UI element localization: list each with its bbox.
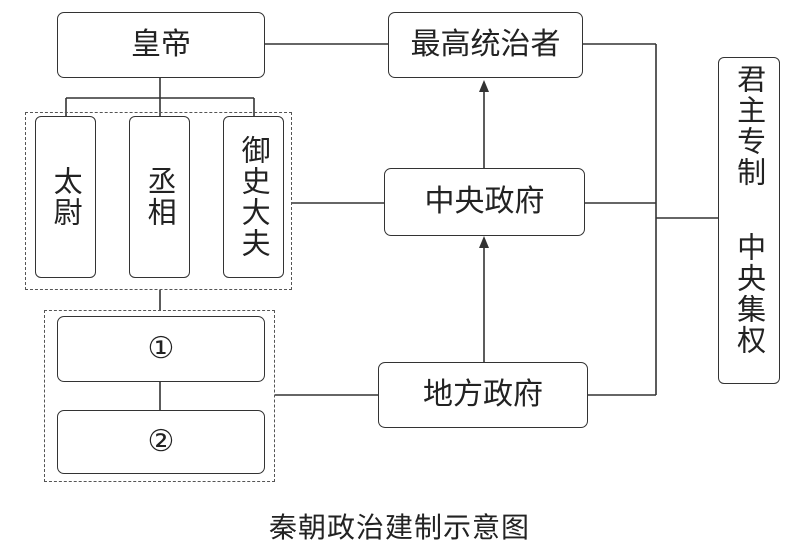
local-government-label: 地方政府 — [423, 377, 543, 412]
yushi-dafu-label: 御史大夫 — [237, 135, 272, 259]
central-officials-group — [25, 112, 292, 290]
emperor-label: 皇帝 — [131, 27, 191, 62]
chengxiang-box: 丞相 — [129, 116, 190, 278]
taiwei-label: 太尉 — [49, 166, 84, 228]
supreme-ruler-label: 最高统治者 — [410, 27, 561, 62]
yushi-dafu-box: 御史大夫 — [223, 116, 284, 278]
local-officials-group — [44, 310, 275, 482]
emperor-box: 皇帝 — [57, 12, 265, 78]
centralization-label: 中央集权 — [732, 232, 767, 356]
central-government-box: 中央政府 — [384, 168, 585, 236]
local-2-label: ② — [147, 424, 175, 459]
local-1-label: ① — [147, 331, 175, 366]
arrowhead-central — [479, 236, 489, 248]
local-government-box: 地方政府 — [378, 362, 588, 428]
centralization-wrap: 中央集权 — [718, 232, 780, 356]
local-2-box: ② — [57, 410, 265, 474]
system-label-box: 君主专制 — [718, 57, 780, 384]
local-1-box: ① — [57, 316, 265, 382]
central-government-label: 中央政府 — [424, 184, 545, 219]
diagram-caption: 秦朝政治建制示意图 — [268, 511, 530, 544]
arrowhead-supreme — [479, 80, 489, 92]
autocracy-label: 君主专制 — [732, 64, 767, 188]
taiwei-box: 太尉 — [35, 116, 96, 278]
supreme-ruler-box: 最高统治者 — [388, 12, 583, 78]
chengxiang-label: 丞相 — [143, 166, 178, 228]
